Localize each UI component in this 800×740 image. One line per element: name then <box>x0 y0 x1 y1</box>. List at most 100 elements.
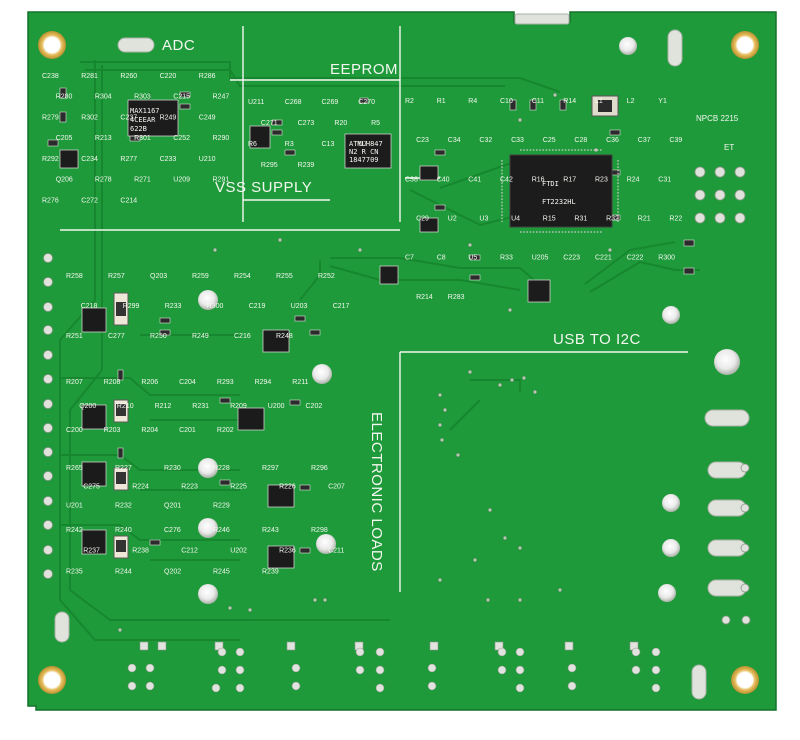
eeprom-label: EEPROM <box>330 61 398 78</box>
ref-designator: L2 <box>627 98 635 105</box>
ref-designator: R247 <box>213 94 230 101</box>
ref-designator: R255 <box>276 273 293 280</box>
ref-designator: C271 <box>261 120 278 127</box>
ref-designator: R31 <box>574 216 587 223</box>
ref-designator: U205 <box>532 255 549 262</box>
ref-designator: C7 <box>405 255 414 262</box>
misc-ics <box>59 95 619 303</box>
ref-designator: C13 <box>322 141 335 148</box>
ref-designator: R290 <box>213 135 230 142</box>
adc-chip-date: 622B <box>130 125 147 133</box>
ref-designator: R225 <box>230 484 247 491</box>
adc-label: ADC <box>162 37 195 54</box>
ref-designator: R229 <box>213 502 230 509</box>
ref-designator: R246 <box>213 527 230 534</box>
plated-holes <box>198 37 740 604</box>
ref-designator: C34 <box>448 137 461 144</box>
ref-designator: R214 <box>416 294 433 301</box>
ref-designator: U201 <box>66 502 83 509</box>
ref-designator: R243 <box>262 527 279 534</box>
ref-designator: C277 <box>108 333 125 340</box>
ref-designator: U2 <box>448 216 457 223</box>
ref-designator: C269 <box>322 99 339 106</box>
ref-designator: R239 <box>298 162 315 169</box>
ref-designator: C10 <box>500 98 513 105</box>
ref-designator: R294 <box>255 379 272 386</box>
ref-designator: R276 <box>42 197 59 204</box>
ref-designator: R299 <box>123 303 140 310</box>
ref-designator: R296 <box>311 465 328 472</box>
ref-designator: R227 <box>115 465 132 472</box>
ref-designator: R2 <box>405 98 414 105</box>
ref-designator: R236 <box>279 548 296 555</box>
ref-designator: R210 <box>117 403 134 410</box>
ref-designator: C201 <box>179 427 196 434</box>
ref-designator: R20 <box>334 120 347 127</box>
eeprom-chip-date: 1847709 <box>349 156 379 164</box>
ref-designator: C237 <box>120 114 137 121</box>
ftdi-part-number: FT2232HL <box>542 198 576 206</box>
ref-designator: R304 <box>95 94 112 101</box>
ref-designator: U209 <box>173 177 190 184</box>
ref-designator: R21 <box>638 216 651 223</box>
ref-designator: C276 <box>164 527 181 534</box>
ref-designator: R238 <box>132 548 149 555</box>
ref-designator: C23 <box>416 137 429 144</box>
ref-designator: C39 <box>669 137 682 144</box>
ref-designator: R265 <box>66 465 83 472</box>
ref-designator: U3 <box>479 216 488 223</box>
ref-designator: C214 <box>120 197 137 204</box>
ref-designator: C32 <box>479 137 492 144</box>
ref-designator: U4 <box>511 216 520 223</box>
ref-designator: R5 <box>371 120 380 127</box>
ref-designator: R293 <box>217 379 234 386</box>
ref-designator: L1 <box>595 98 603 105</box>
ref-designator: R271 <box>134 177 151 184</box>
ref-designator: U5 <box>468 255 477 262</box>
ref-designator: R283 <box>448 294 465 301</box>
passive-components <box>47 87 695 554</box>
ref-designator: C249 <box>199 114 216 121</box>
ref-designator: R297 <box>262 465 279 472</box>
ref-designator: C29 <box>416 216 429 223</box>
ref-designator: R212 <box>155 403 172 410</box>
ref-designator: R232 <box>115 502 132 509</box>
ref-designator: R300 <box>658 255 675 262</box>
ref-designator: R224 <box>132 484 149 491</box>
ref-designator: C40 <box>437 176 450 183</box>
vss-supply-label: VSS SUPPLY <box>215 179 312 196</box>
ref-designator: C8 <box>437 255 446 262</box>
ref-designator: C200 <box>66 427 83 434</box>
logo-mark: ET <box>724 143 734 152</box>
ref-designator: R23 <box>595 176 608 183</box>
adc-chip-code: 4CEEAR <box>130 116 156 124</box>
ref-designator: C31 <box>658 176 671 183</box>
adc-chip-part: MAX1167 <box>130 107 160 115</box>
ref-designator: C221 <box>595 255 612 262</box>
ref-designator: R301 <box>134 135 151 142</box>
ref-designator: R3 <box>285 141 294 148</box>
ref-designator: C220 <box>160 73 177 80</box>
ref-designator: R211 <box>292 379 308 386</box>
ref-designator: R207 <box>66 379 83 386</box>
ref-designator: R278 <box>95 177 112 184</box>
ref-designator: R257 <box>108 273 125 280</box>
ref-designator: C41 <box>468 176 481 183</box>
opamp-ics <box>237 329 295 569</box>
eeprom-chip-brand: ATMLH847 <box>349 140 383 148</box>
ref-designator: C219 <box>249 303 266 310</box>
mounting-holes <box>38 31 759 694</box>
ref-designator: C38 <box>405 176 418 183</box>
ref-designator: C42 <box>500 176 513 183</box>
ref-designator: R260 <box>120 73 137 80</box>
right-side-pads <box>721 463 751 625</box>
ref-designator: R302 <box>81 114 98 121</box>
ref-designator: R204 <box>141 427 158 434</box>
ref-designator: R231 <box>192 403 209 410</box>
section-dividers <box>60 26 688 592</box>
bottom-connectors <box>127 641 661 693</box>
